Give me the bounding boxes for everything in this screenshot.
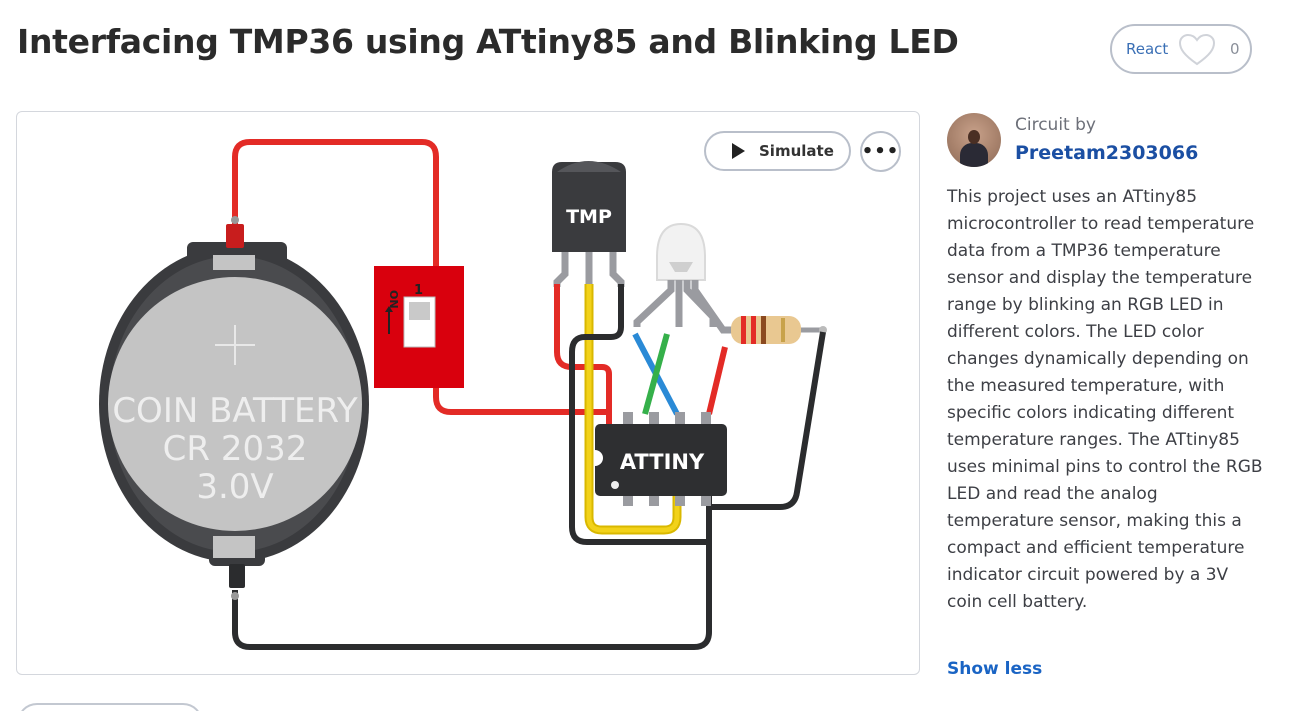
avatar[interactable]	[947, 113, 1001, 167]
sensor-label: TMP	[566, 206, 612, 228]
battery-negative-terminal	[229, 564, 245, 588]
wire-red-sensor-vcc	[554, 284, 612, 412]
attiny-chip	[595, 424, 727, 496]
rgb-led	[656, 222, 706, 281]
wire-green	[642, 333, 670, 415]
switch-on-label: ON	[387, 290, 400, 309]
show-less-link[interactable]: Show less	[947, 659, 1043, 679]
react-label: React	[1126, 40, 1169, 58]
circuit-canvas[interactable]: COIN BATTERY CR 2032 3.0V ON 1 TMP	[16, 111, 920, 675]
more-icon: •••	[861, 141, 900, 162]
wire-black-sensor-gnd	[569, 284, 709, 545]
react-button[interactable]: React 0	[1110, 24, 1252, 74]
wire-red-switch-chip	[433, 388, 612, 430]
circuit-by-label: Circuit by	[1015, 115, 1096, 135]
play-icon	[732, 143, 745, 159]
wire-black-resistor	[709, 331, 826, 510]
simulate-label: Simulate	[759, 142, 834, 160]
tmp36-sensor	[552, 162, 626, 252]
wire-red-battery-switch	[232, 139, 439, 267]
battery-label-3: 3.0V	[196, 467, 273, 507]
battery-positive-terminal	[226, 224, 244, 248]
bottom-button[interactable]	[17, 703, 203, 711]
project-description: This project uses an ATtiny85 microcontr…	[947, 187, 1263, 612]
battery-label-2: CR 2032	[163, 429, 308, 469]
react-count: 0	[1230, 40, 1240, 58]
chip-label: ATTINY	[620, 450, 705, 474]
more-options-button[interactable]: •••	[860, 131, 901, 172]
switch-pos-label: 1	[414, 283, 423, 298]
author-link[interactable]: Preetam2303066	[1015, 142, 1199, 164]
wire-yellow-sensor-out	[586, 284, 680, 533]
coin-battery	[108, 277, 362, 531]
battery-label-1: COIN BATTERY	[112, 391, 358, 431]
heart-icon	[1178, 34, 1216, 66]
wire-black-ground	[232, 494, 712, 650]
wire-red-led	[706, 346, 728, 415]
page-title: Interfacing TMP36 using ATtiny85 and Bli…	[17, 22, 959, 61]
simulate-button[interactable]: Simulate	[704, 131, 851, 171]
circuit-diagram: COIN BATTERY CR 2032 3.0V ON 1 TMP	[99, 139, 827, 650]
